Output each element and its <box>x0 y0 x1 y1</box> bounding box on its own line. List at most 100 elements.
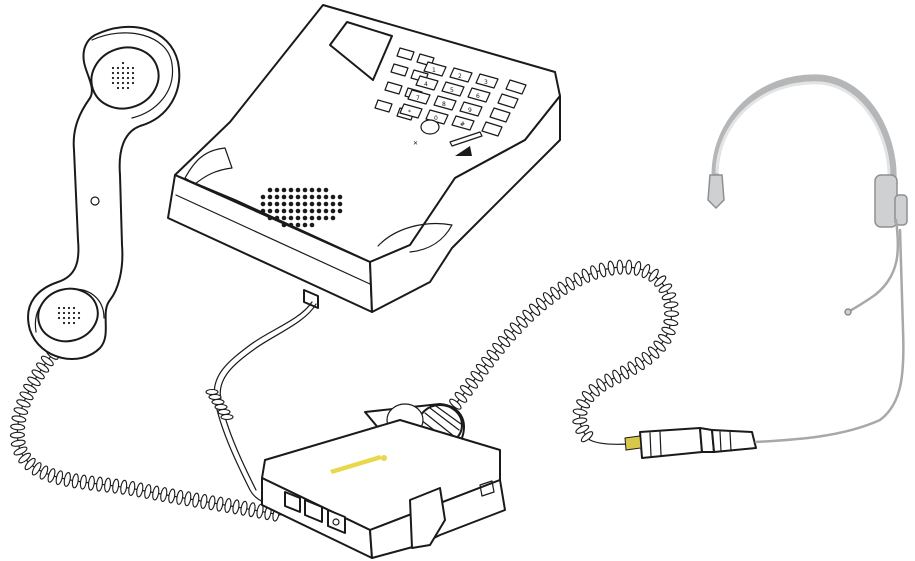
grille-dot <box>260 201 266 207</box>
function-button <box>374 99 393 113</box>
grille-dot <box>302 208 308 214</box>
grille-dot <box>111 66 115 70</box>
grille-dot <box>131 76 135 80</box>
keypad-key <box>451 115 475 131</box>
cord-coil <box>217 408 231 416</box>
grille-dot <box>267 187 273 193</box>
function-button <box>489 107 511 123</box>
grille-dot <box>323 215 329 221</box>
mute-icon: ✕ <box>413 140 418 147</box>
grille-dot <box>67 306 71 310</box>
grille-dot <box>72 316 76 320</box>
grille-dot <box>121 66 125 70</box>
grille-dot <box>62 321 66 325</box>
grille-dot <box>281 201 287 207</box>
cord-coil <box>663 318 679 327</box>
amp-headset-jack <box>327 509 346 534</box>
cord-coil <box>641 351 653 365</box>
grille-dot <box>121 76 125 80</box>
cord-coil <box>619 365 630 380</box>
cord-coil <box>581 391 595 403</box>
keypad-key-label: 4 <box>424 81 428 88</box>
keypad-key-label: 3 <box>484 79 488 86</box>
telephone-handset <box>27 26 181 360</box>
grille-dot <box>281 222 287 228</box>
cord-coil <box>557 281 568 295</box>
grille-dot <box>309 187 315 193</box>
grille-dot <box>131 66 135 70</box>
cord-coil <box>612 369 622 384</box>
grille-dot <box>126 66 130 70</box>
cord-coil <box>641 263 651 279</box>
grille-dot <box>131 81 135 85</box>
grille-dot <box>309 222 315 228</box>
headset-amplifier <box>261 403 506 559</box>
grille-dot <box>131 71 135 75</box>
amp-handset-jack <box>304 499 323 523</box>
cord-coil <box>31 369 45 380</box>
grille-dot <box>67 311 71 315</box>
cord-coil <box>575 424 590 434</box>
grille-dot <box>62 311 66 315</box>
cord-coil <box>454 391 468 403</box>
cord-coil <box>576 399 591 409</box>
cord-coil <box>128 481 136 496</box>
grille-dot <box>302 187 308 193</box>
grille-dot <box>323 208 329 214</box>
cord-coil <box>522 309 534 322</box>
grille-dot <box>316 215 322 221</box>
grille-dot <box>274 208 280 214</box>
keypad-key-label: * <box>408 109 411 116</box>
grille-dot <box>295 201 301 207</box>
cord-coil <box>572 408 588 416</box>
grille-dot <box>267 208 273 214</box>
keypad-key <box>433 95 457 111</box>
handset-coiled-cord <box>9 342 281 522</box>
grille-dot <box>288 194 294 200</box>
cord-coil <box>24 457 36 471</box>
grille-dot <box>267 215 273 221</box>
keypad-key-label: 2 <box>458 73 462 80</box>
cord-coil <box>18 452 31 464</box>
grille-dot <box>316 194 322 200</box>
grille-dot <box>323 194 329 200</box>
cord-coil <box>47 468 56 483</box>
cord-coil <box>16 399 31 408</box>
grille-dot <box>281 208 287 214</box>
grille-dot <box>309 215 315 221</box>
speaker-grille <box>260 187 343 228</box>
cord-coil <box>71 473 79 489</box>
temple-pad <box>707 174 725 210</box>
grille-dot <box>337 201 343 207</box>
grille-dot <box>302 215 308 221</box>
grille-dot <box>116 86 120 90</box>
cord-coil <box>13 407 29 415</box>
cord-coil <box>492 342 505 354</box>
grille-dot <box>67 321 71 325</box>
keypad-key <box>415 75 439 91</box>
keypad-key-label: 7 <box>416 95 420 102</box>
keypad-key <box>399 103 423 119</box>
cord-coil <box>200 494 208 509</box>
function-button <box>481 121 503 137</box>
grille-dot <box>281 194 287 200</box>
grille-dot <box>295 194 301 200</box>
grille-dot <box>111 76 115 80</box>
cord-coil <box>658 283 673 293</box>
cord-coil <box>653 340 666 352</box>
cord-coil <box>23 383 37 394</box>
cord-coil <box>104 477 112 493</box>
keypad-key-label: 0 <box>434 115 438 122</box>
cord-coil <box>470 370 484 382</box>
brand-logo <box>330 455 382 474</box>
grille-dot <box>111 81 115 85</box>
over-the-head-headset <box>707 74 908 444</box>
keypad-key <box>423 61 447 77</box>
amplifier-clip <box>409 487 446 549</box>
cord-coil <box>648 268 659 282</box>
cord-coil <box>39 465 49 480</box>
cord-coil <box>535 297 547 311</box>
cord-coil <box>481 356 494 368</box>
keypad-key <box>441 81 465 97</box>
grille-dot <box>330 201 336 207</box>
